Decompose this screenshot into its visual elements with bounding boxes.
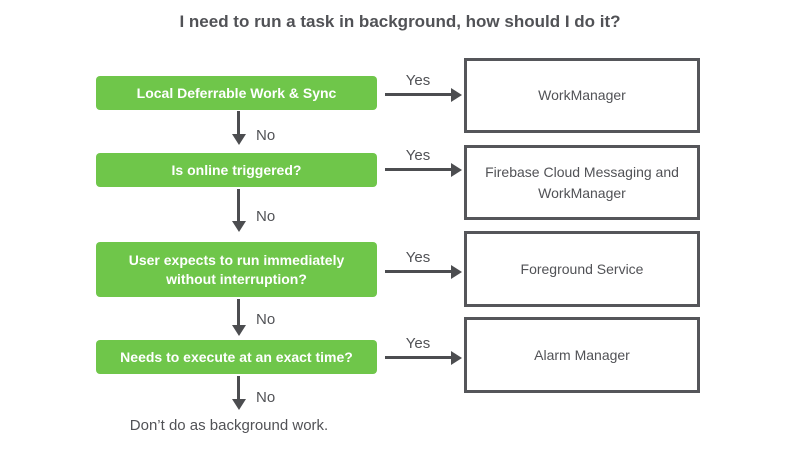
result-box-foreground-service: Foreground Service — [464, 231, 700, 307]
result-box-alarm-manager: Alarm Manager — [464, 317, 700, 393]
yes-arrow-1 — [385, 93, 451, 96]
yes-label-3: Yes — [405, 249, 431, 266]
decision-box-run-immediately: User expects to run immediately without … — [96, 242, 377, 297]
no-arrow-2 — [237, 189, 240, 222]
result-box-workmanager: WorkManager — [464, 58, 700, 133]
final-outcome-text: Don’t do as background work. — [129, 417, 329, 434]
no-arrow-3 — [237, 299, 240, 326]
yes-arrow-2 — [385, 168, 451, 171]
no-arrow-4 — [237, 376, 240, 400]
no-label-2: No — [256, 208, 276, 225]
no-arrow-1 — [237, 111, 240, 135]
yes-arrow-4 — [385, 356, 451, 359]
yes-label-1: Yes — [405, 72, 431, 89]
decision-box-exact-time: Needs to execute at an exact time? — [96, 340, 377, 374]
no-label-3: No — [256, 311, 276, 328]
no-label-4: No — [256, 389, 276, 406]
yes-arrow-3 — [385, 270, 451, 273]
no-label-1: No — [256, 127, 276, 144]
flowchart-title: I need to run a task in background, how … — [179, 12, 621, 31]
decision-box-local-deferrable-work: Local Deferrable Work & Sync — [96, 76, 377, 110]
decision-box-online-triggered: Is online triggered? — [96, 153, 377, 187]
yes-label-2: Yes — [405, 147, 431, 164]
result-box-fcm-workmanager: Firebase Cloud Messaging and WorkManager — [464, 145, 700, 220]
yes-label-4: Yes — [405, 335, 431, 352]
